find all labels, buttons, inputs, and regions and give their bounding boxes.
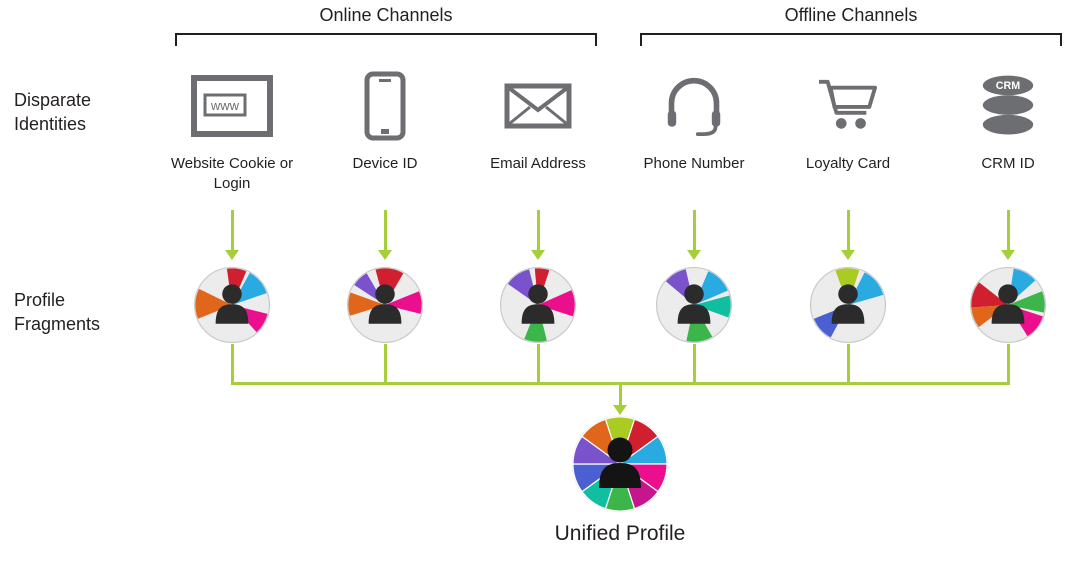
headset-icon (664, 60, 724, 152)
group-title-offline: Offline Channels (784, 5, 918, 25)
profile-fragment-email (499, 266, 577, 344)
person-silhouette-icon (599, 437, 641, 488)
channel-label-loyalty: Loyalty Card (805, 155, 891, 172)
down-arrow (1001, 210, 1015, 260)
group-title-online: Online Channels (319, 5, 453, 25)
database-icon: CRM (980, 60, 1036, 152)
row-label-disparate-identities: Disparate Identities (14, 90, 92, 135)
connector-center-line (618, 382, 622, 406)
channel-label-email: Email Address (490, 155, 586, 172)
down-arrow (531, 210, 545, 260)
browser-window-icon: www (190, 60, 274, 152)
person-silhouette-icon (215, 284, 249, 324)
down-arrow (687, 210, 701, 260)
channel-label-device-id: Device ID (352, 155, 418, 172)
profile-fragment-device (346, 266, 424, 344)
unified-profile (572, 416, 668, 512)
svg-text:CRM: CRM (996, 80, 1020, 92)
profile-fragment-loyalty (809, 266, 887, 344)
person-silhouette-icon (831, 284, 865, 324)
channel-column-device-id: Device ID (307, 60, 463, 344)
person-silhouette-icon (368, 284, 402, 324)
channel-label-phone: Phone Number (643, 155, 745, 172)
person-silhouette-icon (991, 284, 1025, 324)
unified-profile-label: Unified Profile (554, 522, 686, 545)
channel-column-crm: CRM CRM ID (930, 60, 1080, 344)
svg-text:www: www (210, 98, 240, 113)
online-channels-bracket (175, 33, 597, 46)
down-arrow (378, 210, 392, 260)
shopping-cart-icon (816, 60, 880, 152)
down-arrow-unified (613, 405, 627, 415)
channel-column-email: Email Address (460, 60, 616, 344)
person-silhouette-icon (677, 284, 711, 324)
channel-column-loyalty: Loyalty Card (770, 60, 926, 344)
connector-line (536, 344, 540, 384)
row-label-profile-fragments: Profile Fragments (14, 290, 101, 335)
down-arrow (841, 210, 855, 260)
connector-line (383, 344, 387, 384)
channel-label-website-cookie: Website Cookie or Login (170, 155, 294, 192)
channel-label-crm: CRM ID (981, 155, 1035, 172)
connector-line (230, 344, 234, 384)
profile-fragment-crm (969, 266, 1047, 344)
channel-column-website-cookie: www Website Cookie or Login (154, 60, 310, 344)
down-arrow (225, 210, 239, 260)
envelope-icon (503, 60, 573, 152)
person-silhouette-icon (521, 284, 555, 324)
connector-line (846, 344, 850, 384)
profile-fragment-phone (655, 266, 733, 344)
connector-line (1006, 344, 1010, 384)
profile-fragment-website (193, 266, 271, 344)
offline-channels-bracket (640, 33, 1062, 46)
smartphone-icon (363, 60, 407, 152)
connector-line (692, 344, 696, 384)
channel-column-phone: Phone Number (616, 60, 772, 344)
